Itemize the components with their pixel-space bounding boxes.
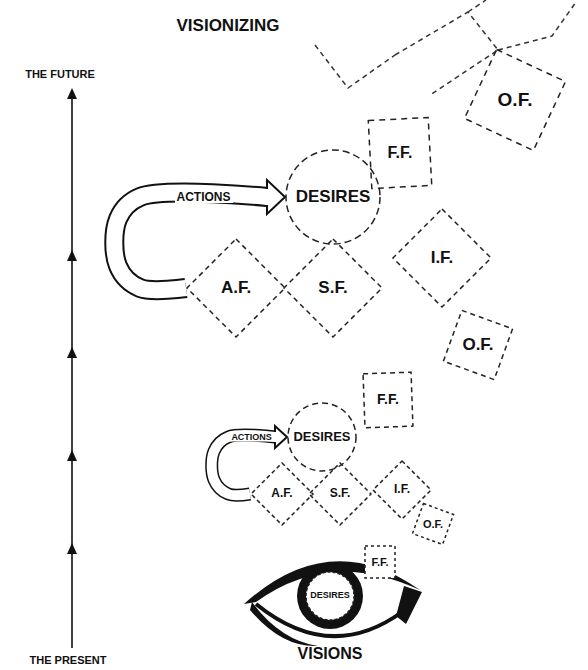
arrow-band-outline bbox=[212, 435, 275, 495]
axis-arrowhead bbox=[67, 88, 77, 99]
future-square: O.F. bbox=[476, 61, 554, 139]
node-label: O.F. bbox=[462, 336, 493, 355]
decor-dashed-shape bbox=[468, 0, 486, 12]
node-label: S.F. bbox=[318, 279, 347, 298]
future-square-outline bbox=[363, 372, 413, 428]
factor-diamond: S.F. bbox=[283, 238, 383, 338]
desire-circle-outline bbox=[288, 403, 356, 471]
desire-circle: DESIRES bbox=[287, 402, 357, 472]
decor-dashed-shape bbox=[315, 45, 395, 88]
factor-diamond-outline bbox=[309, 463, 371, 525]
diagram-title: VISIONIZING bbox=[177, 17, 280, 36]
factor-diamond-outline bbox=[187, 239, 285, 337]
future-square-outline bbox=[465, 50, 566, 151]
visions-label: VISIONS bbox=[298, 645, 363, 663]
axis-arrowhead bbox=[67, 543, 77, 554]
factor-diamond-outline bbox=[284, 239, 382, 337]
arrow-joint bbox=[274, 432, 277, 442]
eye-iris bbox=[297, 563, 363, 629]
arrow-joint bbox=[266, 189, 269, 205]
desire-circle: DESIRES bbox=[305, 571, 355, 621]
desire-circle: DESIRES bbox=[285, 149, 381, 245]
eye-illustration bbox=[244, 561, 422, 646]
factor-diamond-outline bbox=[251, 463, 313, 525]
future-square: F.F. bbox=[363, 372, 413, 428]
axis-arrowhead bbox=[67, 450, 77, 461]
node-label: A.F. bbox=[271, 487, 292, 500]
factor-diamond-outline bbox=[393, 209, 491, 307]
node-label: I.F. bbox=[394, 483, 410, 496]
node-label: O.F. bbox=[423, 518, 443, 530]
future-square-outline bbox=[412, 503, 453, 544]
future-square-outline bbox=[365, 546, 395, 578]
edge-label: ACTIONS bbox=[175, 191, 233, 203]
node-label: F.F. bbox=[377, 392, 399, 407]
node-label: O.F. bbox=[498, 90, 533, 111]
axis-arrowhead bbox=[67, 250, 77, 261]
future-square-outline bbox=[368, 117, 431, 188]
future-square: O.F. bbox=[416, 507, 450, 541]
future-square-outline bbox=[443, 310, 512, 379]
factor-diamond: A.F. bbox=[186, 238, 286, 338]
desire-circle-outline bbox=[306, 572, 354, 620]
axis-line bbox=[71, 96, 73, 648]
node-label: A.F. bbox=[221, 279, 251, 298]
future-square: F.F. bbox=[369, 118, 431, 188]
factor-diamond: I.F. bbox=[392, 208, 492, 308]
action-arrow bbox=[212, 426, 287, 495]
node-label: I.F. bbox=[431, 249, 454, 268]
axis-label: THE FUTURE bbox=[25, 68, 95, 80]
arrow-head bbox=[275, 426, 287, 448]
factor-diamond: A.F. bbox=[250, 462, 314, 526]
arrow-head bbox=[267, 180, 285, 214]
arrow-band-fill bbox=[212, 435, 275, 495]
edge-label: ACTIONS bbox=[229, 433, 274, 442]
axis-arrowhead bbox=[67, 347, 77, 358]
axis-label: THE PRESENT bbox=[29, 654, 106, 666]
node-label: S.F. bbox=[330, 487, 351, 500]
eye-corner bbox=[396, 586, 422, 624]
action-arrow bbox=[114, 180, 285, 290]
factor-diamond: S.F. bbox=[308, 462, 372, 526]
decor-dashed-shape bbox=[395, 12, 498, 95]
node-label: F.F. bbox=[371, 556, 388, 568]
future-square: O.F. bbox=[450, 317, 506, 373]
arrow-band-outline bbox=[114, 193, 267, 291]
node-label: DESIRES bbox=[293, 430, 350, 444]
node-label: DESIRES bbox=[296, 188, 371, 207]
decor-dashed-shape bbox=[498, 2, 576, 50]
desire-circle-outline bbox=[286, 150, 380, 244]
node-label: DESIRES bbox=[310, 591, 350, 601]
node-label: F.F. bbox=[388, 144, 413, 162]
future-square: F.F. bbox=[364, 545, 396, 579]
time-axis bbox=[67, 88, 77, 648]
arrow-band-fill bbox=[114, 193, 267, 291]
